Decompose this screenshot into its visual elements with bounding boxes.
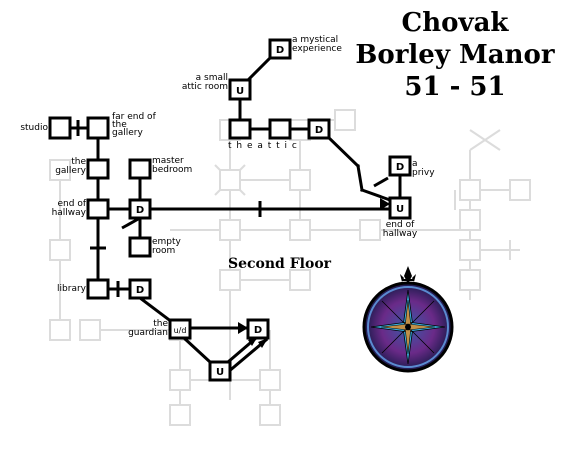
room-attic-down (307, 118, 331, 140)
attic-down-letter: D (315, 125, 323, 136)
label-privy: a privy (412, 159, 435, 178)
stair-down-library-letter: D (136, 285, 144, 296)
label-studio: studio (20, 123, 48, 133)
end-hallway-e-letter: U (396, 204, 404, 215)
stair-down-s-letter: D (254, 325, 262, 336)
room-far-end-gallery (86, 116, 110, 140)
attic-up-letter: U (236, 86, 244, 97)
room-studio (48, 116, 72, 140)
room-empty (128, 236, 152, 258)
stair-down-w-letter: D (136, 205, 144, 216)
room-end-hallway-w (86, 198, 110, 220)
room-stair-down-w (128, 198, 152, 220)
label-empty-room: empty room (152, 237, 181, 256)
label-end-hallway-e: end of hallway (382, 220, 418, 239)
room-stair-down-s (246, 318, 270, 340)
room-attic-2 (268, 118, 292, 140)
title-line3: 51 - 51 (404, 72, 506, 102)
link-attic-down-2 (356, 164, 364, 192)
mystical-letter: D (276, 45, 284, 56)
link-guardian-up (181, 335, 213, 365)
room-attic-up (228, 78, 252, 101)
room-mystical (268, 38, 292, 60)
label-master-bedroom: master bedroom (152, 156, 193, 175)
room-stair-down-library (128, 278, 152, 300)
door-marks (76, 120, 389, 297)
room-guardian (168, 318, 192, 340)
room-gallery (86, 158, 110, 180)
link-down-guardian (137, 295, 175, 325)
label-attic-room: a small attic room (181, 73, 228, 92)
room-master-bedroom (128, 158, 152, 180)
room-privy (388, 155, 412, 177)
room-library (86, 278, 110, 300)
room-attic-1 (228, 118, 252, 140)
label-library: library (57, 284, 86, 294)
label-the-attic: t h e a t t i c (228, 141, 298, 151)
guardian-updown: u/d (174, 326, 187, 335)
floor-label: Second Floor (228, 256, 332, 272)
room-stair-up-s (208, 360, 232, 382)
label-mystical: a mystical experience (292, 35, 342, 54)
label-gallery: the gallery (55, 157, 86, 176)
link-attic-down-3 (360, 188, 392, 202)
link-attic-mystical (245, 55, 273, 83)
privy-letter: D (396, 162, 404, 173)
label-far-end-gallery: far end of the gallery (112, 112, 156, 138)
link-attic-down (324, 133, 361, 169)
title-line1: Chovak (401, 8, 509, 38)
label-end-hallway-w: end of hallway (51, 199, 86, 218)
label-guardian: the guardian (128, 319, 168, 338)
room-end-hallway-e (388, 196, 412, 220)
title-line2: Borley Manor (355, 40, 555, 70)
stair-up-s-letter: U (216, 367, 224, 378)
link-up-down-2 (225, 337, 269, 375)
